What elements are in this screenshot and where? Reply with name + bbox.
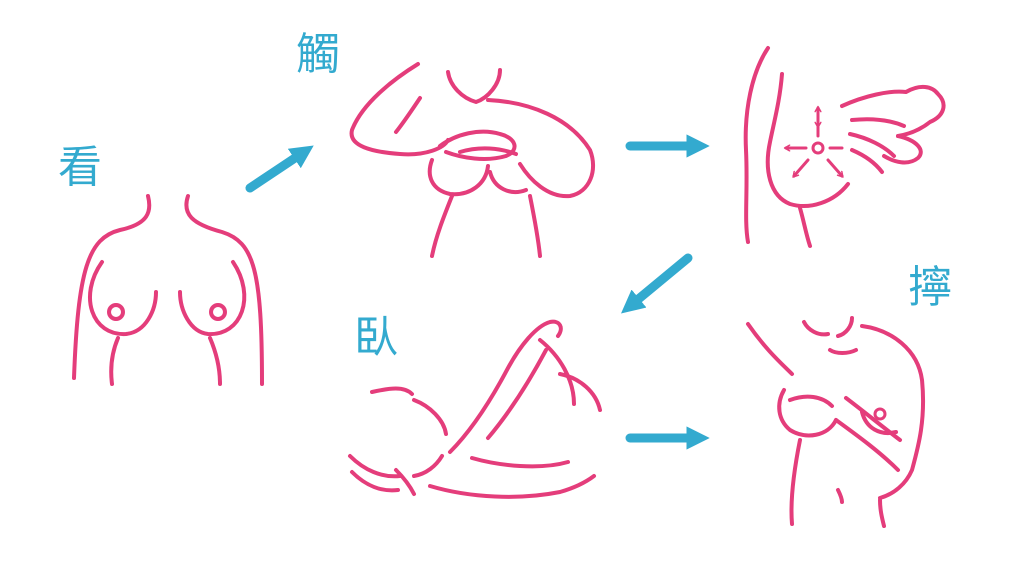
- hands-on-chest-icon: [349, 62, 596, 258]
- lying-down-exam-icon: [348, 319, 602, 499]
- step-label-press: 擰: [908, 262, 952, 313]
- squeeze-nipple-icon: [746, 316, 926, 528]
- palpation-direction-arrows: [783, 105, 844, 178]
- breasts-front-view-icon: [72, 194, 264, 386]
- step-label-look: 看: [58, 142, 102, 193]
- hand-palpating-breast-icon: [743, 46, 946, 248]
- arrow-palpate-to-lie: [620, 253, 693, 314]
- step-label-touch: 觸: [296, 29, 340, 80]
- flow-arrows: [245, 134, 710, 450]
- step-label-lie: 臥: [354, 312, 398, 363]
- arrow-look-to-touch: [245, 145, 314, 193]
